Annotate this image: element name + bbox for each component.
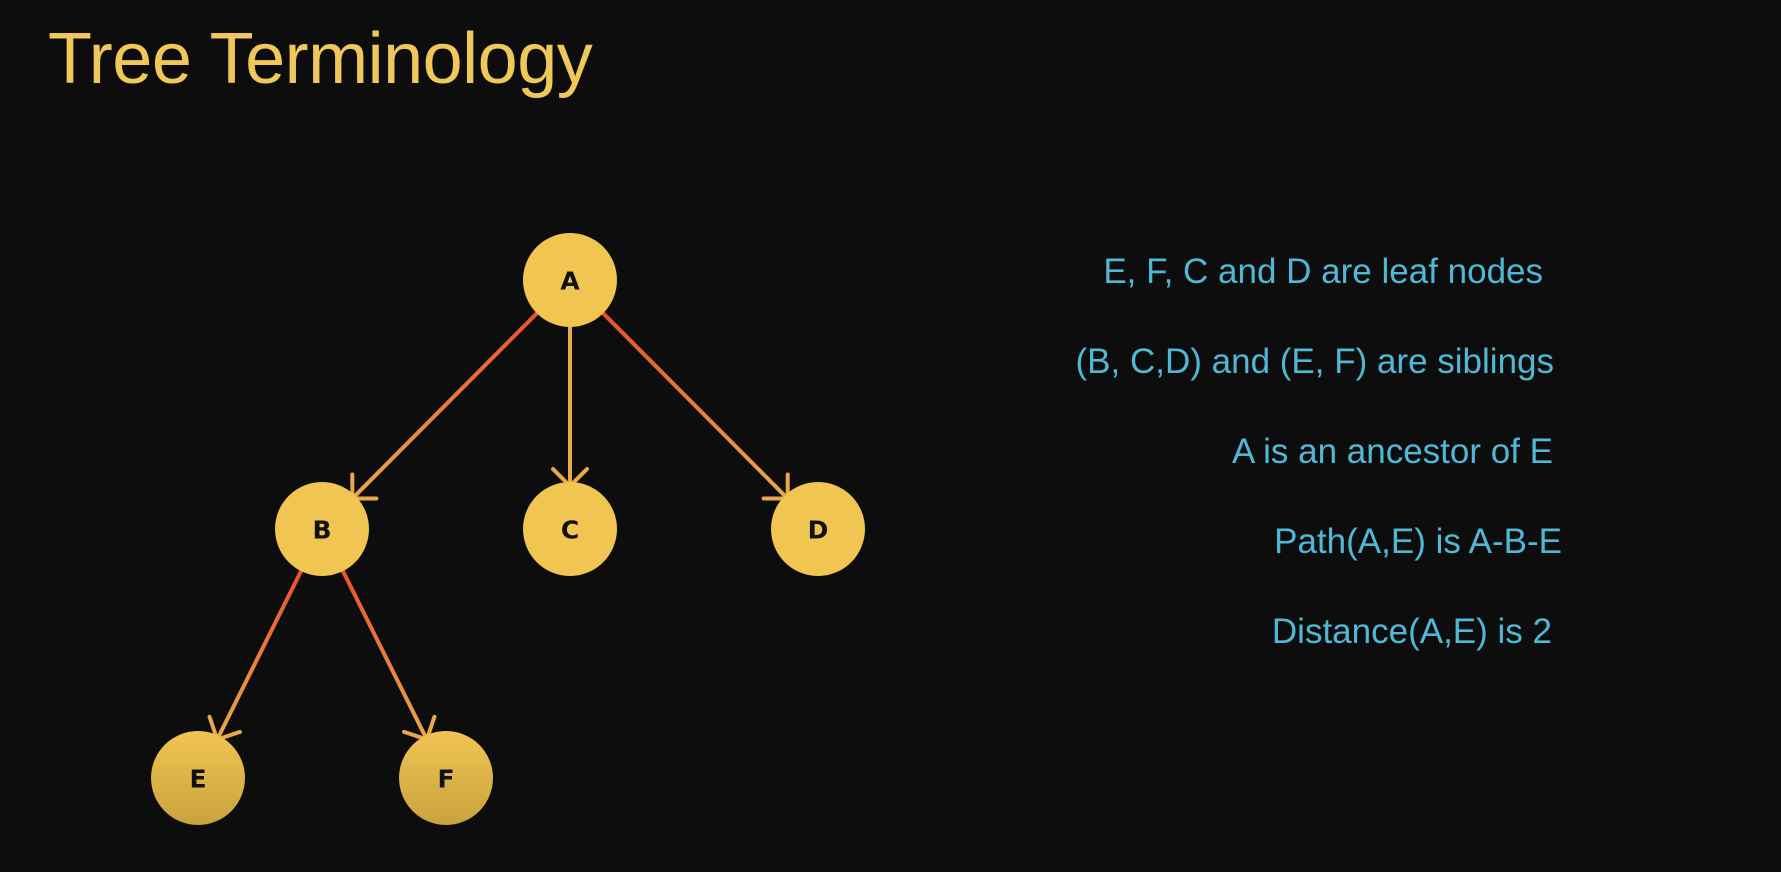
edge-line <box>600 310 790 501</box>
node-circle <box>275 482 369 576</box>
edge-line <box>350 310 540 501</box>
node-c: C <box>523 482 617 576</box>
node-circle <box>523 233 617 327</box>
node-f: F <box>399 731 493 825</box>
node-circle <box>523 482 617 576</box>
node-label: D <box>808 516 829 545</box>
edge-a-d <box>600 310 790 501</box>
edge-b-f <box>340 568 437 742</box>
node-label: A <box>560 267 580 296</box>
node-label: B <box>312 516 331 545</box>
node-circle <box>771 482 865 576</box>
edge-a-b <box>350 310 540 501</box>
node-e: E <box>151 731 245 825</box>
node-b: B <box>275 482 369 576</box>
node-a: A <box>523 233 617 327</box>
statement-siblings: (B, C,D) and (E, F) are siblings <box>1075 342 1554 381</box>
node-circle <box>399 731 493 825</box>
nodes-layer: A B C D E F <box>151 233 865 825</box>
node-label: E <box>189 765 206 794</box>
statement-distance: Distance(A,E) is 2 <box>1271 612 1552 651</box>
edge-b-e <box>207 568 304 742</box>
node-label: F <box>437 765 454 794</box>
node-circle <box>151 731 245 825</box>
edge-line <box>215 568 304 742</box>
node-label: C <box>561 516 579 545</box>
edge-line <box>340 568 429 742</box>
statement-leaf-nodes: E, F, C and D are leaf nodes <box>1103 252 1543 291</box>
statement-path: Path(A,E) is A-B-E <box>1274 522 1562 561</box>
statement-ancestor: A is an ancestor of E <box>1231 432 1553 471</box>
node-d: D <box>771 482 865 576</box>
tree-diagram: A B C D E F <box>151 233 865 825</box>
slide-title: Tree Terminology <box>48 19 593 99</box>
edge-a-c <box>551 324 589 488</box>
